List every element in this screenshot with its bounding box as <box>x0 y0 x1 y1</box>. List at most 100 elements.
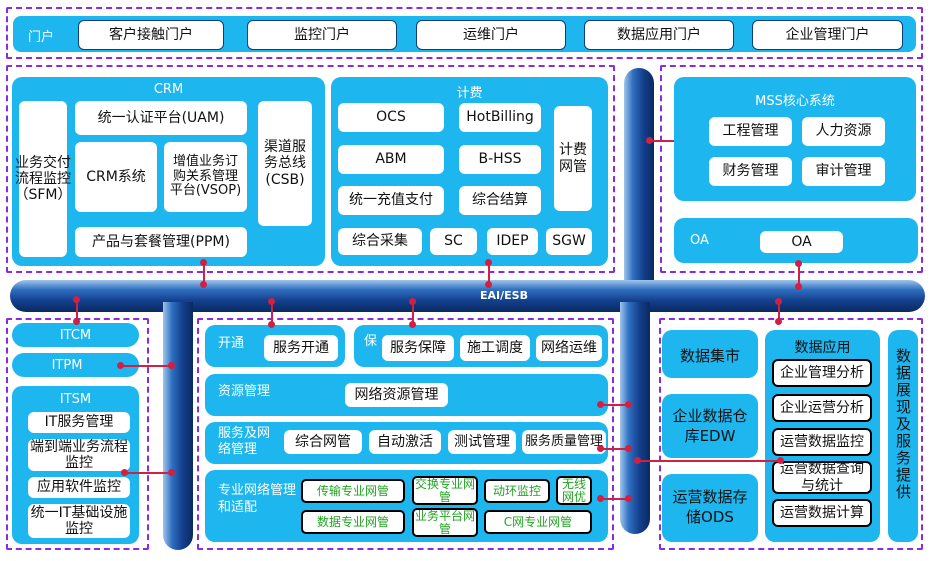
collect-box[interactable]: 综合采集 <box>338 228 422 255</box>
itcm-panel <box>12 323 139 347</box>
ops-query-box[interactable]: 运营数据查询与统计 <box>772 461 872 494</box>
transmission-nms-box[interactable]: 传输专业网管 <box>301 479 405 503</box>
ocs-box[interactable]: OCS <box>338 103 444 132</box>
itcm-label: ITCM <box>59 328 92 343</box>
service-network-label: 服务及网络管理 <box>218 426 271 457</box>
connector-dot <box>597 401 604 408</box>
ppm-box[interactable]: 产品与套餐管理(PPM) <box>75 227 247 257</box>
assurance-label: 保 <box>364 334 378 349</box>
connector-assurance-bus <box>412 302 414 325</box>
power-env-monitor-box[interactable]: 动环监控 <box>484 479 550 503</box>
connector-dot <box>625 401 632 408</box>
ops-analysis-box[interactable]: 企业运营分析 <box>772 394 872 422</box>
connector-billing-bus <box>488 262 490 284</box>
portal-label: 门户 <box>28 30 55 45</box>
connector-dot <box>775 318 782 325</box>
connector-service-bus <box>600 448 630 450</box>
service-quality-box[interactable]: 服务质量管理 <box>522 430 606 454</box>
connector-itpm-bus <box>120 365 170 367</box>
idep-box[interactable]: IDEP <box>487 228 538 255</box>
portal-region <box>6 7 923 59</box>
connector-dot <box>168 362 175 369</box>
mss-hr-box[interactable]: 人力资源 <box>802 117 885 146</box>
connector-dot <box>634 457 641 464</box>
csb-box[interactable]: 渠道服务总线(CSB) <box>258 101 312 226</box>
connector-dot <box>485 259 492 266</box>
it-service-box[interactable]: IT服务管理 <box>28 412 130 433</box>
data-region <box>659 318 923 550</box>
ops-compute-box[interactable]: 运营数据计算 <box>772 499 872 527</box>
connector-dot <box>73 296 80 303</box>
sgw-box[interactable]: SGW <box>546 228 592 255</box>
mss-region <box>660 65 923 273</box>
connector-mss-bus <box>652 140 674 142</box>
portal-customer-button[interactable]: 客户接触门户 <box>78 20 224 50</box>
connector-dot <box>73 318 80 325</box>
hotbilling-box[interactable]: HotBilling <box>459 103 541 132</box>
connector-dot <box>597 445 604 452</box>
mss-audit-box[interactable]: 审计管理 <box>802 157 885 186</box>
switching-nms-box[interactable]: 交换专业网管 <box>412 476 478 505</box>
integrated-nms-box[interactable]: 综合网管 <box>284 430 362 454</box>
mss-finance-box[interactable]: 财务管理 <box>709 157 792 186</box>
connector-dot <box>117 362 124 369</box>
connector-dot <box>777 457 784 464</box>
auto-activation-box[interactable]: 自动激活 <box>369 430 441 454</box>
ods-panel <box>662 474 758 542</box>
network-ops-box[interactable]: 网络运维 <box>536 335 602 361</box>
billing-title: 计费 <box>456 86 483 101</box>
connector-itsm-bus <box>124 472 170 474</box>
connector-dot <box>268 321 275 328</box>
connector-provision-bus <box>271 302 273 325</box>
network-resource-box[interactable]: 网络资源管理 <box>345 383 448 407</box>
e2e-monitor-box[interactable]: 端到端业务流程监控 <box>28 438 130 471</box>
portal-enterprise-button[interactable]: 企业管理门户 <box>752 20 903 50</box>
itsm-title: ITSM <box>59 392 92 407</box>
uam-box[interactable]: 统一认证平台(UAM) <box>75 101 247 135</box>
data-present-label: 数据展现及服务提供 <box>894 348 912 501</box>
construction-dispatch-box[interactable]: 施工调度 <box>460 335 530 361</box>
settlement-box[interactable]: 综合结算 <box>459 186 541 215</box>
app-monitor-box[interactable]: 应用软件监控 <box>28 477 130 498</box>
crm-billing-region <box>6 65 615 273</box>
connector-dot <box>168 469 175 476</box>
data-mart-label: 数据集市 <box>679 347 740 365</box>
crm-system-box[interactable]: CRM系统 <box>75 142 157 212</box>
bhss-box[interactable]: B-HSS <box>459 145 541 174</box>
bus-label: EAI/ESB <box>480 289 528 302</box>
bus-pipe-left <box>163 302 193 550</box>
connector-dot <box>409 321 416 328</box>
service-platform-nms-box[interactable]: 业务平台网管 <box>412 508 478 537</box>
mss-engineering-box[interactable]: 工程管理 <box>709 117 792 146</box>
service-provision-box[interactable]: 服务开通 <box>264 335 338 361</box>
portal-ops-button[interactable]: 运维门户 <box>416 20 566 50</box>
sfm-box[interactable]: 业务交付流程监控（SFM） <box>14 101 72 257</box>
recharge-box[interactable]: 统一充值支付 <box>338 186 444 215</box>
vsop-box[interactable]: 增值业务订购关系管理平台(VSOP) <box>164 142 247 212</box>
ops-monitor-box[interactable]: 运营数据监控 <box>772 428 872 456</box>
wireless-opt-box[interactable]: 无线网优 <box>556 476 592 505</box>
connector-dot <box>625 495 632 502</box>
portal-monitor-button[interactable]: 监控门户 <box>247 20 397 50</box>
test-mgmt-box[interactable]: 测试管理 <box>448 430 516 454</box>
connector-dot <box>795 260 802 267</box>
itpm-label: ITPM <box>51 358 83 373</box>
data-nms-box[interactable]: 数据专业网管 <box>301 510 405 534</box>
edw-panel <box>662 394 758 458</box>
billing-network-box[interactable]: 计费网管 <box>554 106 592 211</box>
portal-data-button[interactable]: 数据应用门户 <box>584 20 734 50</box>
mgmt-analysis-box[interactable]: 企业管理分析 <box>772 359 872 387</box>
cdma-nms-box[interactable]: C网专业网管 <box>484 510 592 534</box>
oa-box[interactable]: OA <box>760 231 843 253</box>
connector-dot <box>775 298 782 305</box>
data-mart-panel <box>662 330 758 378</box>
connector-resource-bus <box>600 404 630 406</box>
abm-box[interactable]: ABM <box>338 145 444 174</box>
connector-data-bus <box>638 460 782 462</box>
infra-monitor-box[interactable]: 统一IT基础设施监控 <box>28 504 130 538</box>
sc-box[interactable]: SC <box>430 228 477 255</box>
connector-dot <box>121 469 128 476</box>
mss-title: MSS核心系统 <box>755 94 835 109</box>
service-assurance-box[interactable]: 服务保障 <box>382 335 454 361</box>
resource-label: 资源管理 <box>218 384 271 399</box>
